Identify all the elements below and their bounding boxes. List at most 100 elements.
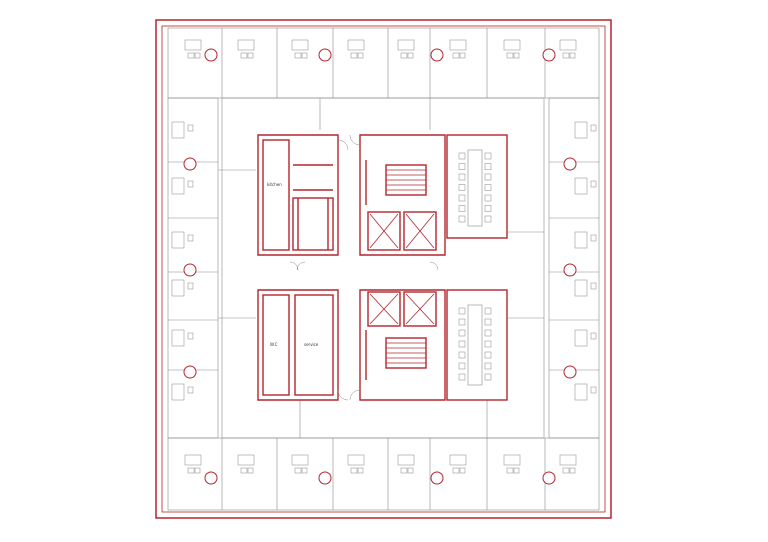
- chair: [407, 52, 414, 59]
- columns: [183, 48, 577, 485]
- chair: [301, 52, 308, 59]
- chair: [458, 373, 466, 381]
- elevators: [369, 213, 435, 325]
- desk: [347, 454, 365, 466]
- circle-column-icon: [204, 48, 218, 62]
- chair: [187, 386, 194, 394]
- chair: [484, 373, 492, 381]
- core-walls: [257, 134, 508, 401]
- desk: [171, 121, 185, 139]
- desk: [184, 39, 202, 51]
- chair: [187, 52, 195, 59]
- desk: [397, 454, 415, 466]
- chair: [187, 282, 194, 290]
- stair-treads-icon: [386, 169, 426, 364]
- circle-column-icon: [430, 471, 444, 485]
- office-desks: [171, 39, 597, 474]
- circle-column-icon: [318, 471, 332, 485]
- meeting-tables: [467, 149, 483, 386]
- elevator-cross-icon: [405, 213, 435, 249]
- chair: [484, 340, 492, 348]
- chair: [240, 467, 248, 474]
- chair: [187, 124, 194, 132]
- chair: [240, 52, 248, 59]
- chair: [458, 194, 466, 202]
- desk: [171, 279, 185, 297]
- chair: [458, 329, 466, 337]
- kitchen-label: kitchen: [267, 182, 282, 187]
- chair: [452, 467, 460, 474]
- desk: [574, 329, 588, 347]
- chair: [484, 362, 492, 370]
- desk: [574, 121, 588, 139]
- chair: [590, 332, 597, 340]
- desk: [574, 177, 588, 195]
- chair: [590, 234, 597, 242]
- chair: [484, 351, 492, 359]
- chair: [458, 152, 466, 160]
- desk: [559, 39, 577, 51]
- service-label: service: [304, 342, 319, 347]
- desk: [291, 39, 309, 51]
- office-partitions: [167, 27, 600, 511]
- desk: [397, 39, 415, 51]
- chair: [458, 362, 466, 370]
- chair: [407, 467, 414, 474]
- room-labels: kitchen W.C service: [267, 182, 319, 347]
- circle-column-icon: [563, 263, 577, 277]
- chair: [484, 163, 492, 170]
- circle-column-icon: [542, 471, 556, 485]
- chair: [458, 340, 466, 348]
- chair: [458, 215, 466, 223]
- chair: [458, 351, 466, 359]
- elevator-cross-icon: [405, 293, 435, 325]
- chair: [590, 124, 597, 132]
- chair: [484, 205, 492, 212]
- chair: [400, 467, 408, 474]
- chair: [484, 152, 492, 160]
- elevator-cross-icon: [369, 293, 399, 325]
- chair: [187, 332, 194, 340]
- chair: [590, 282, 597, 290]
- chair: [569, 467, 576, 474]
- chair: [458, 173, 466, 181]
- chair: [294, 52, 302, 59]
- chair: [484, 215, 492, 223]
- chair: [458, 184, 466, 191]
- doors: [289, 134, 439, 401]
- chair: [194, 52, 201, 59]
- circle-column-icon: [204, 471, 218, 485]
- desk: [449, 39, 467, 51]
- circle-column-icon: [183, 263, 197, 277]
- chair: [357, 467, 364, 474]
- chair: [247, 467, 254, 474]
- circle-column-icon: [183, 365, 197, 379]
- outer-walls: [155, 19, 612, 519]
- desk: [503, 454, 521, 466]
- chair: [458, 318, 466, 326]
- circle-column-icon: [563, 365, 577, 379]
- chair: [301, 467, 308, 474]
- chair: [513, 467, 520, 474]
- desk: [237, 454, 255, 466]
- chair: [459, 52, 466, 59]
- desk: [171, 177, 185, 195]
- chair: [458, 205, 466, 212]
- chair: [357, 52, 364, 59]
- desk: [503, 39, 521, 51]
- chair: [350, 467, 358, 474]
- desk: [449, 454, 467, 466]
- desk: [559, 454, 577, 466]
- chair: [569, 52, 576, 59]
- chair: [590, 180, 597, 188]
- chair: [484, 194, 492, 202]
- chair: [506, 52, 514, 59]
- inner-wall-outline: [161, 25, 606, 513]
- chair: [506, 467, 514, 474]
- chair: [350, 52, 358, 59]
- chair: [187, 180, 194, 188]
- chair: [294, 467, 302, 474]
- chair: [484, 318, 492, 326]
- chair: [247, 52, 254, 59]
